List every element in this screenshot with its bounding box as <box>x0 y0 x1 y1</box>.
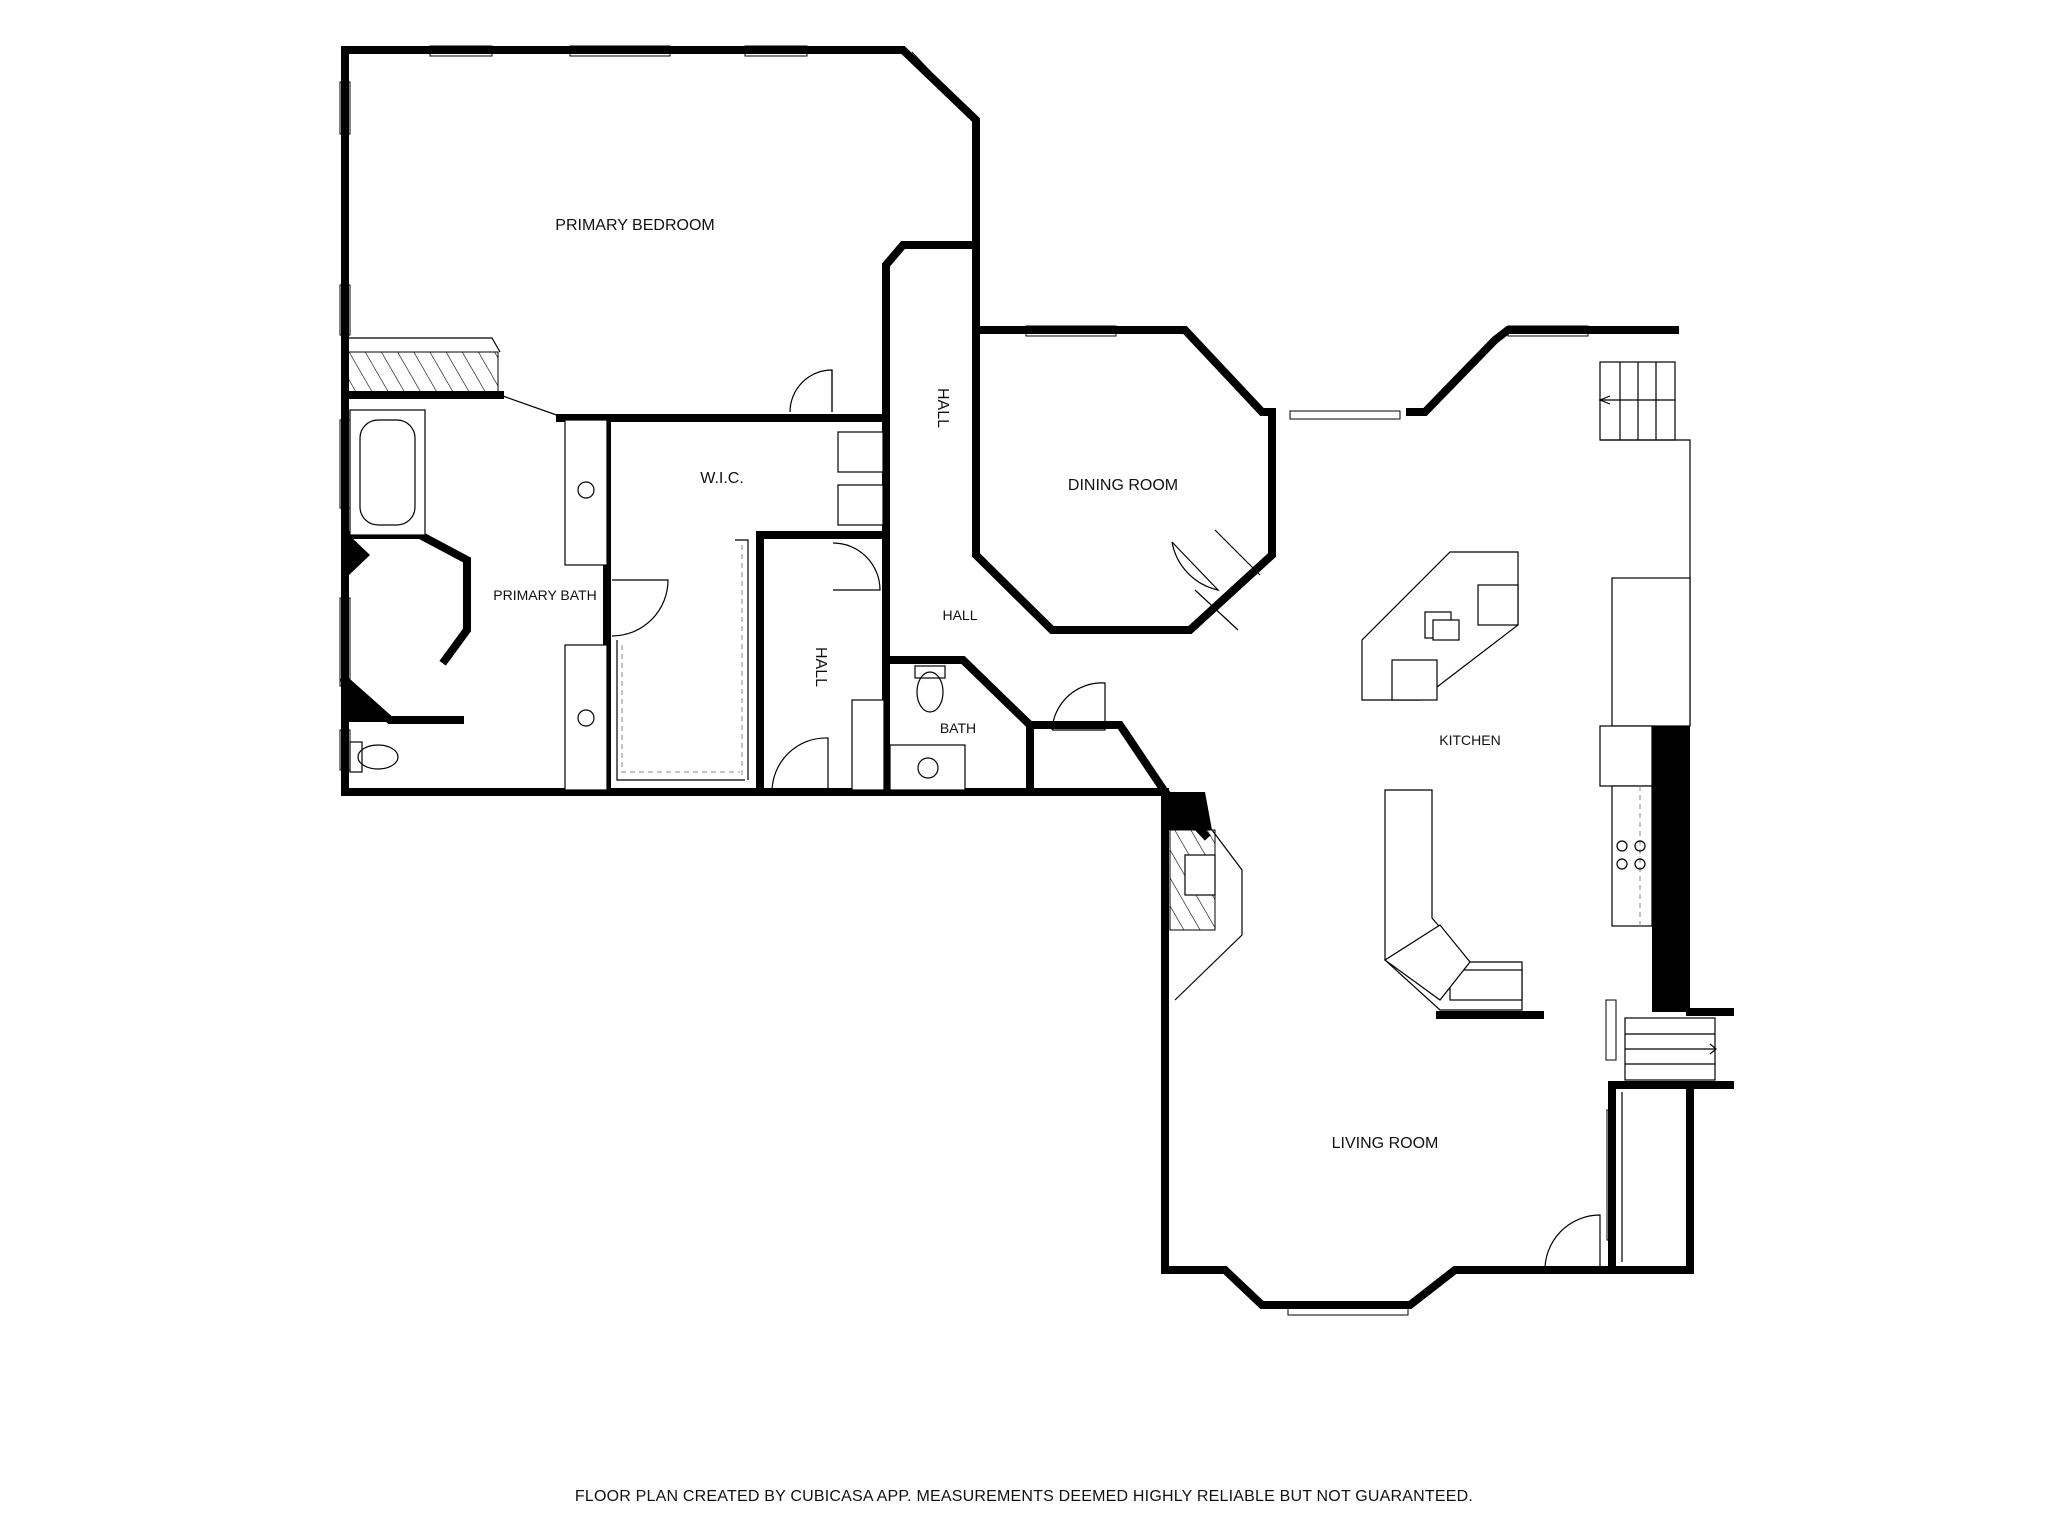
room-label-kitchen: KITCHEN <box>1439 732 1500 748</box>
room-label-hall-upper: HALL <box>934 388 951 428</box>
bath-corner-fill <box>349 680 390 722</box>
room-label-bath: BATH <box>940 720 976 736</box>
footer-disclaimer: FLOOR PLAN CREATED BY CUBICASA APP. MEAS… <box>574 1488 1474 1505</box>
doors <box>499 369 1601 1273</box>
room-label-primary-bath: PRIMARY BATH <box>493 587 596 603</box>
room-labels: PRIMARY BEDROOM W.I.C. PRIMARY BATH HALL… <box>493 217 1500 1152</box>
kitchen-wall-mass <box>1652 726 1690 1012</box>
room-label-primary-bedroom: PRIMARY BEDROOM <box>555 217 714 234</box>
room-label-hall-small: HALL <box>812 647 829 687</box>
room-label-hall-middle: HALL <box>942 607 977 623</box>
fixtures <box>347 51 1717 1301</box>
room-label-dining-room: DINING ROOM <box>1068 477 1178 494</box>
room-label-living-room: LIVING ROOM <box>1332 1135 1439 1152</box>
walls <box>339 46 1734 1309</box>
room-label-wic: W.I.C. <box>700 470 744 487</box>
